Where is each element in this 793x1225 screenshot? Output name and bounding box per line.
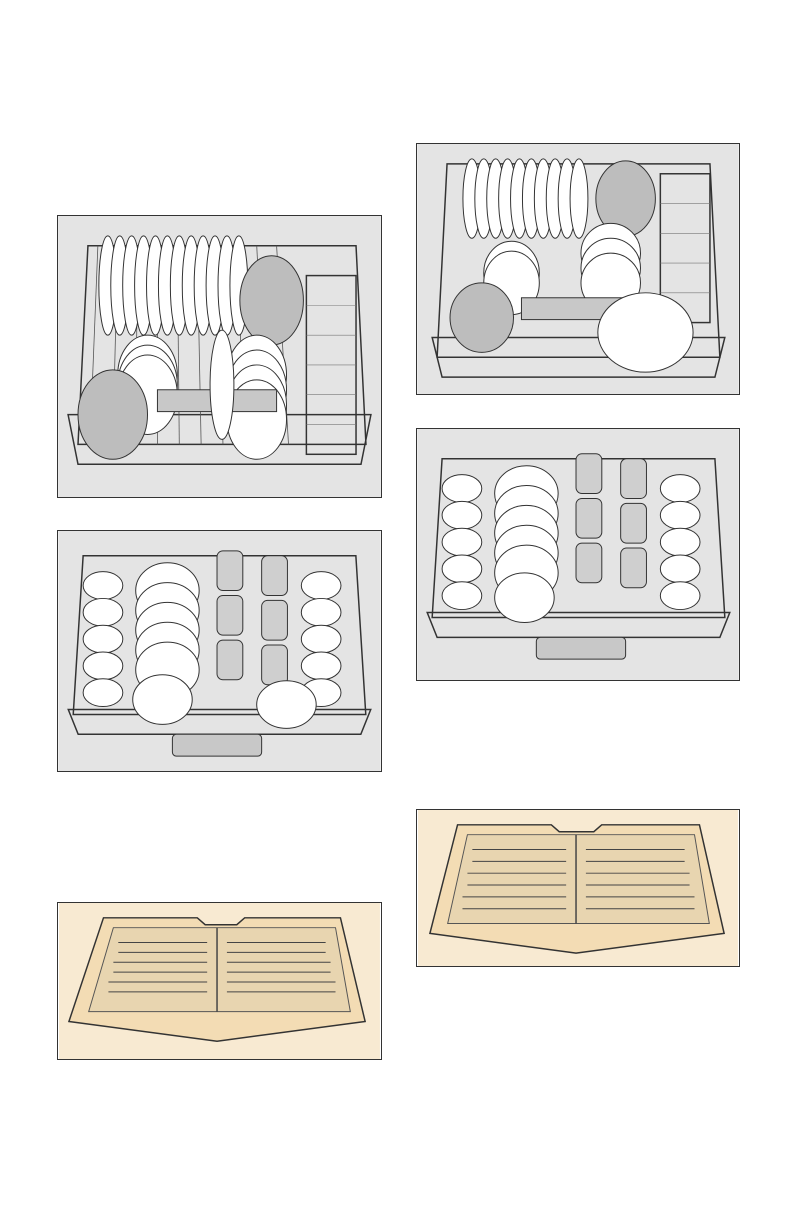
upper-rack-illustration-a <box>57 530 382 772</box>
upper-rack-illustration-b <box>416 428 740 681</box>
upper-rack-drawing <box>58 531 381 771</box>
lower-rack-drawing <box>417 144 739 394</box>
cutlery-tray-illustration-b <box>416 809 740 967</box>
lower-rack-drawing <box>58 216 381 497</box>
lower-rack-illustration-b <box>416 143 740 395</box>
cutlery-tray-drawing <box>417 810 739 966</box>
cutlery-tray-illustration-a <box>57 902 382 1060</box>
cutlery-tray-drawing <box>58 903 381 1059</box>
upper-rack-drawing <box>417 429 739 680</box>
lower-rack-illustration-a <box>57 215 382 498</box>
